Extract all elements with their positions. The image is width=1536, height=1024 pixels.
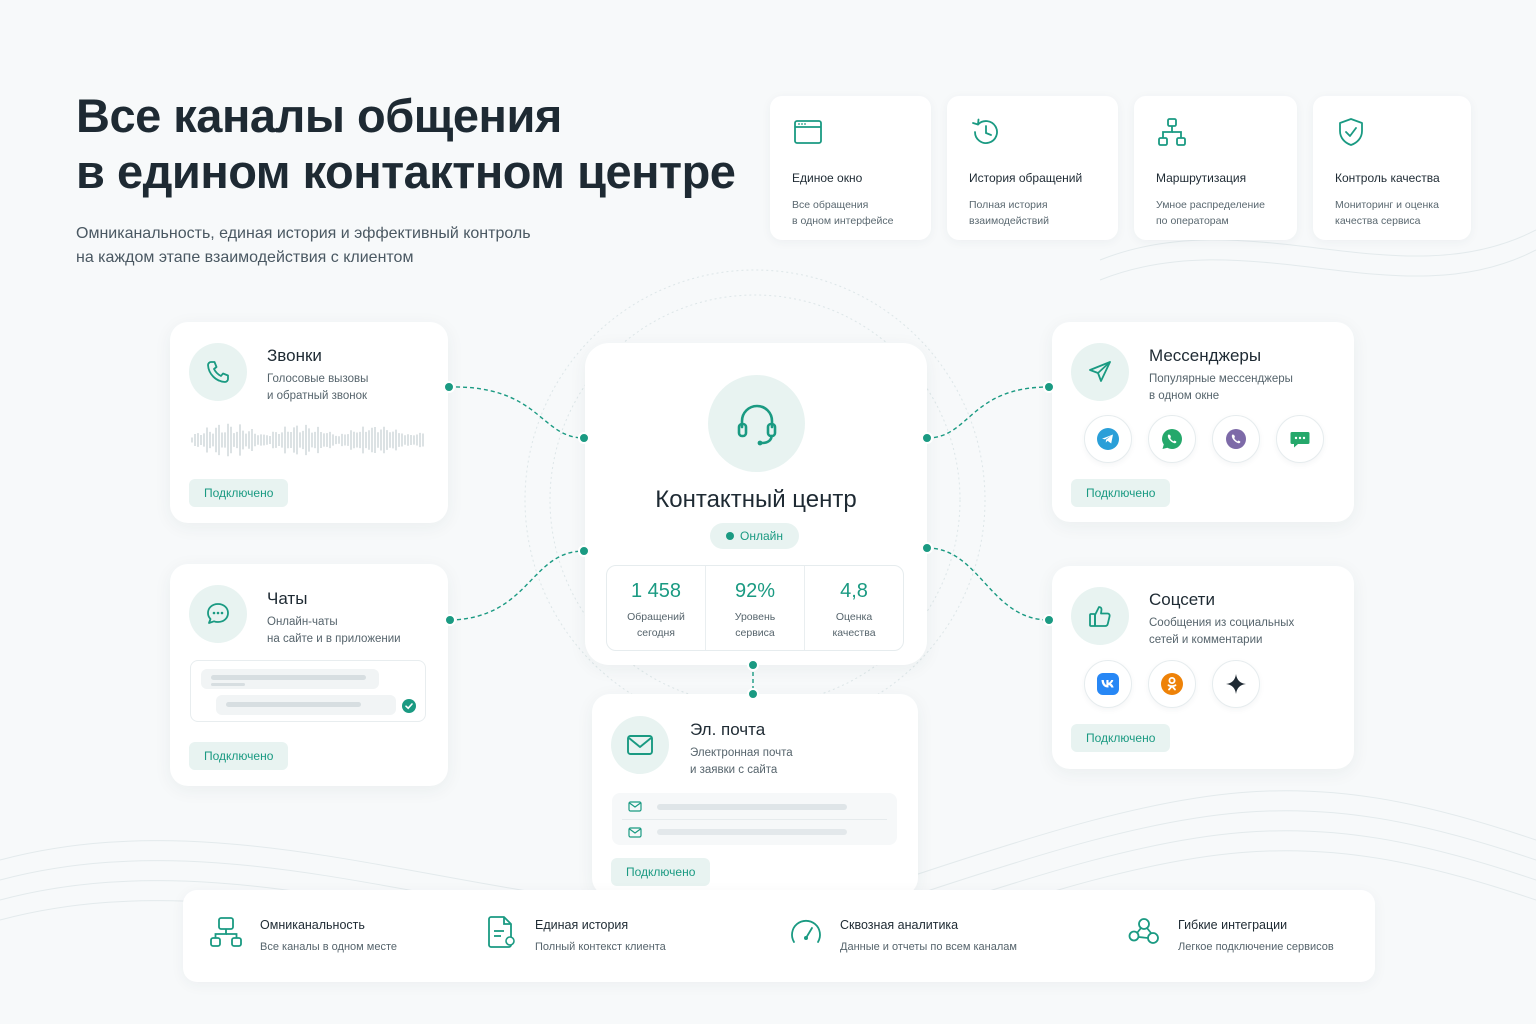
check-icon (402, 699, 416, 713)
gauge-icon (791, 919, 821, 943)
online-status-badge: Онлайн (710, 523, 799, 549)
social-status-badge: Подключено (1071, 724, 1171, 752)
hero: Все каналы общения в едином контактном ц… (76, 88, 736, 270)
social-apps (1084, 660, 1260, 708)
feature-title: Единое окно (792, 171, 863, 185)
shield-check-icon (1339, 118, 1363, 146)
message-icon[interactable] (1276, 415, 1324, 463)
messengers-status-badge: Подключено (1071, 479, 1171, 507)
chats-title: Чаты (267, 589, 308, 608)
chat-icon (189, 585, 247, 643)
send-icon (1071, 343, 1129, 401)
headset-icon (708, 375, 805, 472)
title-line-1: Все каналы общения (76, 89, 562, 142)
contact-center-title: Контактный центр (655, 486, 857, 513)
subtitle-line-2: на каждом этапе взаимодействия с клиенто… (76, 249, 414, 266)
history-icon (972, 118, 998, 144)
network-icon (210, 917, 242, 947)
social-title: Соцсети (1149, 590, 1215, 609)
thumbs-up-icon (1071, 587, 1129, 645)
whatsapp-icon[interactable] (1148, 415, 1196, 463)
subtitle-line-1: Омниканальность, единая история и эффект… (76, 225, 531, 242)
messengers-title: Мессенджеры (1149, 346, 1262, 365)
window-icon (794, 120, 822, 144)
feature-title: Контроль качества (1335, 171, 1440, 185)
odnoklassniki-icon[interactable] (1148, 660, 1196, 708)
integrations-icon (1128, 918, 1159, 944)
mail-icon (611, 716, 669, 774)
page-subtitle: Омниканальность, единая история и эффект… (76, 222, 596, 270)
messenger-apps (1084, 415, 1324, 463)
calls-title: Звонки (267, 346, 322, 365)
email-status-badge: Подключено (611, 858, 711, 886)
chats-status-badge: Подключено (189, 742, 289, 770)
document-icon (488, 916, 515, 948)
mail-small-icon (628, 801, 642, 812)
phone-icon (189, 343, 247, 401)
mail-small-icon (628, 827, 642, 838)
feature-title: История обращений (969, 171, 1083, 185)
page-title: Все каналы общения в едином контактном ц… (76, 88, 736, 200)
calls-status-badge: Подключено (189, 479, 289, 507)
feature-title: Маршрутизация (1156, 171, 1247, 185)
audio-waveform (191, 423, 424, 457)
vk-icon[interactable] (1084, 660, 1132, 708)
bottom-benefits-bar: Омниканальность Все каналы в одном месте… (183, 890, 1375, 982)
title-line-2: в едином контактном центре (76, 145, 736, 198)
email-title: Эл. почта (690, 720, 766, 739)
routing-icon (1158, 118, 1186, 146)
telegram-icon[interactable] (1084, 415, 1132, 463)
email-preview (612, 793, 897, 845)
viber-icon[interactable] (1212, 415, 1260, 463)
chat-preview (190, 660, 426, 722)
sparkle-icon[interactable] (1212, 660, 1260, 708)
